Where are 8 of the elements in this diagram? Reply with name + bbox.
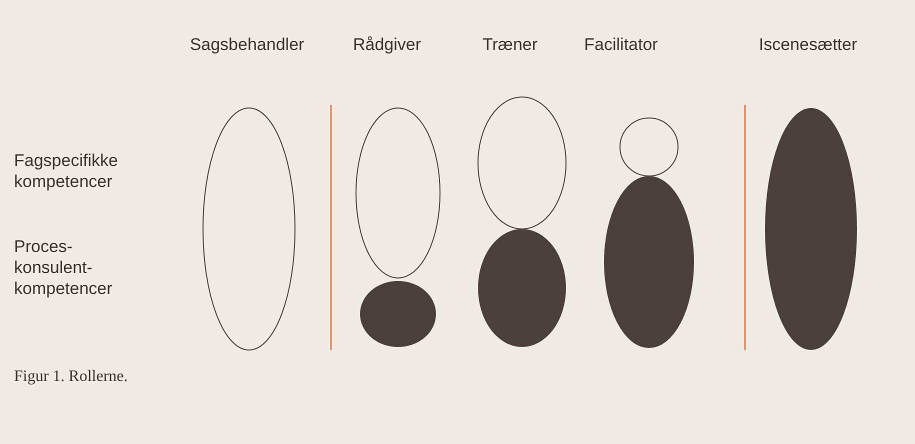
- row-label: Fagspecifikke kompetencer: [14, 150, 119, 192]
- column-heading: Rådgiver: [352, 34, 422, 55]
- column-heading: Træner: [482, 34, 538, 55]
- row-label: Proces- konsulent- kompetencer: [14, 236, 114, 299]
- figure-caption: Figur 1. Rollerne.: [14, 368, 128, 386]
- column-heading: Facilitator: [584, 34, 658, 55]
- column-heading: Iscenesætter: [758, 34, 858, 55]
- column-heading: Sagsbehandler: [190, 34, 304, 55]
